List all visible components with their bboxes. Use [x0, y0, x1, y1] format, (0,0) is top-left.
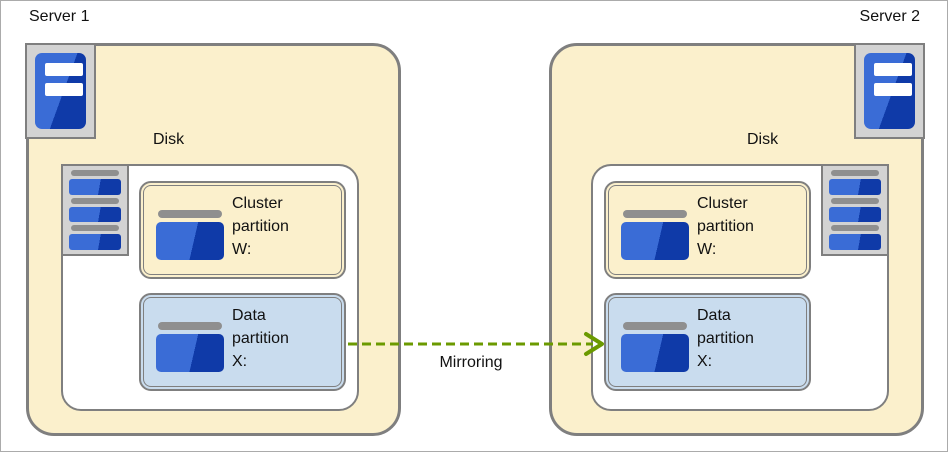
- server2-data-partition: Data partition X:: [604, 293, 811, 391]
- disk-stack-icon: [821, 164, 889, 256]
- partition-icon: [621, 210, 689, 260]
- partition-icon: [621, 322, 689, 372]
- server1-disk-label: Disk: [153, 131, 185, 148]
- data-partition-label: Data partition X:: [697, 307, 754, 370]
- disk-stack-icon: [61, 164, 129, 256]
- data-partition-label: Data partition X:: [232, 307, 289, 370]
- server1-title: Server 1: [29, 8, 90, 25]
- server2-title: Server 2: [859, 8, 920, 25]
- cluster-partition-label: Cluster partition W:: [232, 195, 289, 258]
- cluster-partition-label: Cluster partition W:: [697, 195, 754, 258]
- mirroring-label: Mirroring: [439, 354, 503, 371]
- server-tower-icon: [854, 43, 925, 139]
- partition-icon: [156, 210, 224, 260]
- partition-icon: [156, 322, 224, 372]
- server-tower-icon: [25, 43, 96, 139]
- server2-cluster-partition: Cluster partition W:: [604, 181, 811, 279]
- dashed-arrow-right-icon: [348, 332, 604, 356]
- server2-disk-label: Disk: [747, 131, 779, 148]
- server1-data-partition: Data partition X:: [139, 293, 346, 391]
- server1-cluster-partition: Cluster partition W:: [139, 181, 346, 279]
